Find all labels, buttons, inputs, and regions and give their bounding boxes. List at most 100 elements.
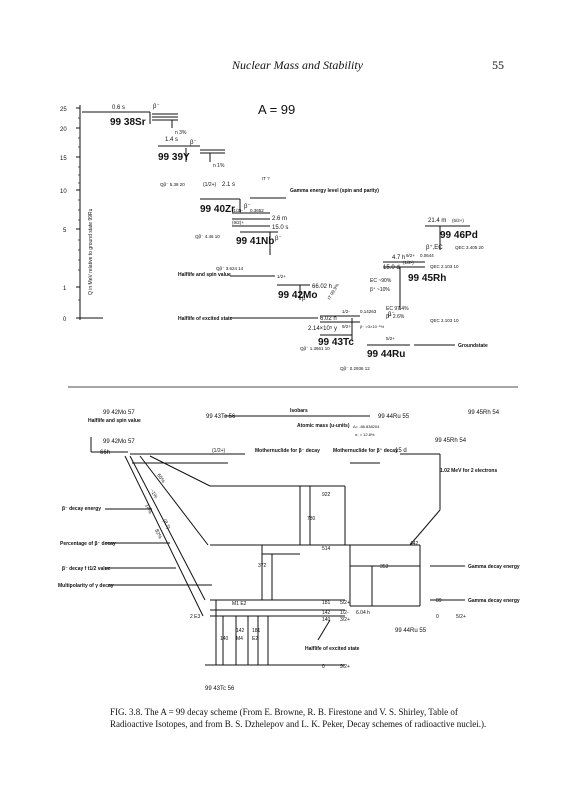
q-tick: 15 — [60, 156, 67, 162]
rh-energy1: 0.0644 — [420, 253, 434, 258]
y-decay: β⁻ — [190, 140, 197, 146]
ru-level-353: 353 — [380, 564, 389, 570]
zr-level-energy: 0.3652 — [250, 208, 264, 213]
q-tick: 25 — [60, 107, 67, 113]
nb-halflife1: 2.6 m — [272, 216, 287, 222]
gamma-decay-energy-label: Gamma decay energy — [468, 564, 520, 570]
beta-energy-label: β⁻ decay energy — [62, 506, 101, 512]
lower-rh2-label: 99 45Rh 54 — [435, 438, 467, 444]
q-tick: 0 — [63, 317, 67, 323]
nb-halflife2: 15.0 s — [272, 225, 288, 231]
pd-spin: (5/2+) — [452, 218, 464, 223]
isobars-label: Isobars — [290, 408, 308, 414]
mo-q: Qβ⁻ 3.624 14 — [216, 266, 244, 271]
groundstate-label: Groundstate — [458, 343, 488, 349]
zr-gamma: IT ? — [262, 176, 270, 181]
mev-note: 1.02 MeV for 2 electrons — [440, 468, 497, 474]
y-halflife: 1.4 s — [165, 137, 178, 143]
atomic-mass-sigma: σ, = 12.8% — [355, 432, 375, 437]
rh-halflife-lower: 15 d — [395, 448, 407, 454]
halflife-spin-label: Halflife and spin value — [178, 272, 231, 278]
zr-spin: (1/2+) — [203, 182, 217, 188]
nb-spin: (9/2)+ — [232, 220, 244, 225]
nb-symbol: 99 41Nb — [236, 236, 274, 247]
beta-pct-4: (8.7) — [161, 518, 171, 530]
level-0: 0 — [322, 664, 325, 670]
level-spin-2: 1/2- — [340, 610, 349, 616]
zr-halflife: 2.1 s — [222, 182, 235, 188]
rh-beta-plus: β⁺ ~10% — [370, 287, 390, 293]
lower-tc-bottom: 99 43Tc 56 — [205, 686, 235, 692]
ru-symbol: 99 44Ru — [367, 349, 405, 360]
m1-e2-label: M1 E2 — [232, 601, 247, 607]
level-780: 780 — [307, 516, 316, 522]
lower-ru2-label: 99 44Ru 55 — [395, 628, 427, 634]
gamma-142: 142 — [236, 628, 245, 634]
rh-ec2: EC 97.4% — [386, 306, 409, 312]
rh-q-top: QEC 2.103 10 — [430, 264, 459, 269]
tc-excited-spin: 1/2- — [342, 309, 350, 314]
mo-symbol: 99 42Mo — [278, 290, 317, 301]
pd-halflife: 21.4 m — [428, 218, 446, 224]
mo-spin: 1/2+ — [277, 274, 286, 279]
rh-symbol: 99 45Rh — [408, 273, 446, 284]
tc-gs-halflife: 2.14×10⁵ y — [308, 325, 337, 332]
halflife-excited-lower: Halflife of excited state — [305, 646, 360, 652]
zr-symbol: 99 40Zr — [200, 204, 235, 215]
q-tick: 20 — [60, 127, 67, 133]
bottom-spin: 9/2+ — [340, 664, 350, 670]
running-title: Nuclear Mass and Stability — [232, 58, 363, 72]
sr-neutron: n 3% — [175, 130, 187, 136]
lower-mo2-label: 99 42Mo 57 — [103, 439, 135, 445]
mothernuclide-beta-minus: Mothernuclide for β⁻ decay — [255, 448, 320, 454]
beta-pct-5: 82% — [153, 528, 163, 540]
sr-symbol: 99 38Sr — [110, 117, 146, 128]
nb-decay: β⁻ — [275, 236, 282, 242]
mo-decay: β⁻ — [302, 296, 309, 302]
lower-rh-label: 99 45Rh 54 — [468, 410, 500, 416]
tc-beta-small: β⁻ >3×10⁻⁵% — [360, 324, 385, 329]
tc-q: Qβ⁻ 1.3661 10 — [300, 346, 330, 351]
page-number: 55 — [492, 58, 504, 72]
lower-tc-label: 99 43Tc 56 — [206, 414, 236, 420]
ft-value-label: β⁻ decay f t1/2 value — [62, 566, 111, 572]
gamma-140: 140 — [220, 636, 229, 642]
zr-q: Qβ⁻ 5.38 20 — [160, 182, 185, 187]
level-922: 922 — [322, 492, 331, 498]
tc-excited-energy: 0.14263 — [360, 309, 377, 314]
figure-caption: FIG. 3.8. The A = 99 decay scheme (From … — [110, 706, 500, 730]
level-181: 181 — [322, 600, 331, 606]
mo-halflife: 66.02 h — [312, 284, 332, 290]
ru-level-89: 89 — [436, 598, 442, 604]
beta-pct-2: ~1% — [148, 488, 159, 500]
gamma-e2: E2 — [252, 636, 258, 642]
sr-halflife: 0.6 s — [112, 105, 125, 111]
rh-halflife2: 15.0 d — [383, 265, 400, 271]
ru-spin: 5/2+ — [386, 336, 395, 341]
pd-q: QEC 3.405 20 — [455, 245, 484, 250]
gamma-m4: M4 — [236, 636, 243, 642]
atomic-mass-value: Δ= -86.838204 — [353, 424, 380, 429]
tc-q-ru: Qβ⁻ 0.2936 12 — [340, 366, 370, 371]
mo-spin-lower: (1/2+) — [212, 448, 226, 454]
y-neutron: n 1% — [213, 163, 225, 169]
y-symbol: 99 39Y — [158, 152, 190, 163]
beta-pct-1: 65% — [155, 473, 166, 485]
pd-symbol: 99 46Pd — [440, 230, 478, 241]
mo-halflife-lower: 66h — [100, 450, 110, 456]
tc-halflife-lower: 6.04 h — [356, 610, 370, 616]
level-140: 140 — [322, 617, 331, 623]
nb-q: Qβ⁻ 4.46 10 — [195, 234, 220, 239]
gamma-181: 181 — [252, 628, 261, 634]
level-372: 372 — [258, 563, 267, 569]
rh-spin1: 9/2+ — [406, 253, 415, 258]
mass-number-title: A = 99 — [258, 102, 295, 117]
lower-diagram — [90, 415, 465, 666]
q-tick: 5 — [63, 228, 67, 234]
pd-decay: β⁺,EC — [426, 244, 443, 251]
rh-ec: EC ~90% — [370, 278, 392, 284]
pct-beta-label: Percentage of β⁻ decay — [60, 541, 116, 547]
beta-pct-3: 14% — [143, 503, 153, 515]
tc-excited-halflife: 6.02 h — [320, 316, 337, 322]
rh-q: QEC 2.103 10 — [430, 318, 459, 323]
